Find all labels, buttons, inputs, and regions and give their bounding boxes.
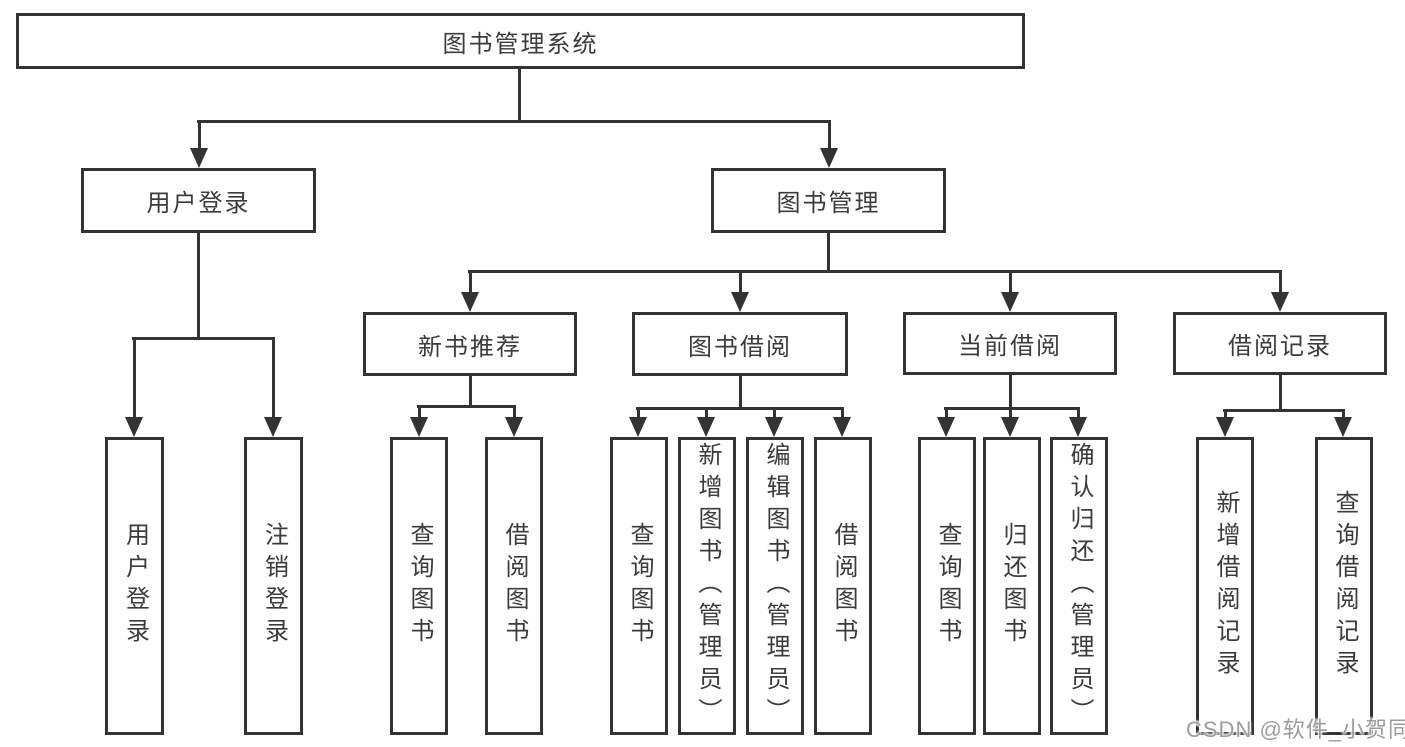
node-book-borrowing: 图书借阅 [632,312,848,376]
connector-user-login-hbar [132,337,275,340]
connector-new-book-drop [469,376,472,408]
connector-borrowing-stem-3 [773,407,776,421]
arrow-down-icon [697,417,715,437]
connector-current-drop [1009,375,1012,410]
arrow-down-icon [1001,292,1019,312]
leaf-query-books: 查询图书 [390,437,448,735]
arrow-down-icon [1334,417,1352,437]
leaf-borrow-books: 借阅图书 [485,437,543,735]
connector-root-hbar [197,120,831,123]
connector-borrowing-drop [739,376,742,410]
connector-level3-hbar [468,270,1282,273]
connector-current-stem-2 [1009,407,1012,421]
connector-root-stem-left [198,120,201,152]
connector-new-book-stem-2 [513,405,516,421]
leaf-add-books-admin: 新增图书（管理员） [678,437,736,735]
connector-records-stem-2 [1342,409,1345,421]
arrow-down-icon [1216,417,1234,437]
connector-borrowing-stem-4 [841,407,844,421]
arrow-down-icon [1271,292,1289,312]
arrow-down-icon [125,417,143,437]
connector-level3-stem-3 [1009,270,1012,296]
leaf-query-borrow-record: 查询借阅记录 [1315,437,1373,735]
leaf-return-books: 归还图书 [983,437,1041,735]
node-library-management-system: 图书管理系统 [16,13,1025,69]
connector-new-book-hbar [417,405,516,408]
leaf-borrow-books: 借阅图书 [814,437,872,735]
connector-user-login-stem-1 [133,337,136,421]
leaf-query-books: 查询图书 [610,437,668,735]
arrow-down-icon [629,417,647,437]
connector-current-stem-3 [1077,407,1080,421]
node-new-book-recommendation: 新书推荐 [363,312,577,376]
node-book-management: 图书管理 [711,168,946,233]
connector-root-stem-right [828,120,831,152]
leaf-edit-books-admin: 编辑图书（管理员） [746,437,804,735]
connector-borrowing-hbar [636,407,844,410]
arrow-down-icon [461,292,479,312]
arrow-down-icon [937,417,955,437]
connector-level3-stem-2 [739,270,742,296]
leaf-add-borrow-record: 新增借阅记录 [1196,437,1254,735]
node-borrowing-records: 借阅记录 [1173,312,1387,375]
node-user-login: 用户登录 [81,168,316,233]
connector-root-drop [518,69,521,123]
connector-current-stem-1 [945,407,948,421]
arrow-down-icon [1069,417,1087,437]
connector-records-drop [1279,375,1282,412]
connector-new-book-stem-1 [418,405,421,421]
leaf-logout: 注销登录 [244,437,303,735]
leaf-query-books: 查询图书 [918,437,976,735]
connector-records-hbar [1223,409,1345,412]
arrow-down-icon [264,417,282,437]
connector-level3-stem-1 [469,270,472,296]
connector-current-hbar [944,407,1080,410]
arrow-down-icon [820,148,838,168]
csdn-watermark: CSDN @软件_小贺同学 [1186,717,1405,742]
leaf-confirm-return-admin: 确认归还（管理员） [1050,437,1108,735]
connector-user-login-drop [197,233,200,340]
connector-records-stem-1 [1224,409,1227,421]
arrow-down-icon [833,417,851,437]
connector-level3-stem-4 [1279,270,1282,296]
arrow-down-icon [505,417,523,437]
connector-borrowing-stem-2 [705,407,708,421]
arrow-down-icon [765,417,783,437]
connector-book-mgmt-drop [827,233,830,273]
node-current-borrowing: 当前借阅 [903,312,1117,375]
connector-borrowing-stem-1 [637,407,640,421]
arrow-down-icon [410,417,428,437]
arrow-down-icon [1001,417,1019,437]
connector-user-login-stem-2 [272,337,275,421]
arrow-down-icon [731,292,749,312]
arrow-down-icon [190,148,208,168]
leaf-user-login: 用户登录 [105,437,164,735]
